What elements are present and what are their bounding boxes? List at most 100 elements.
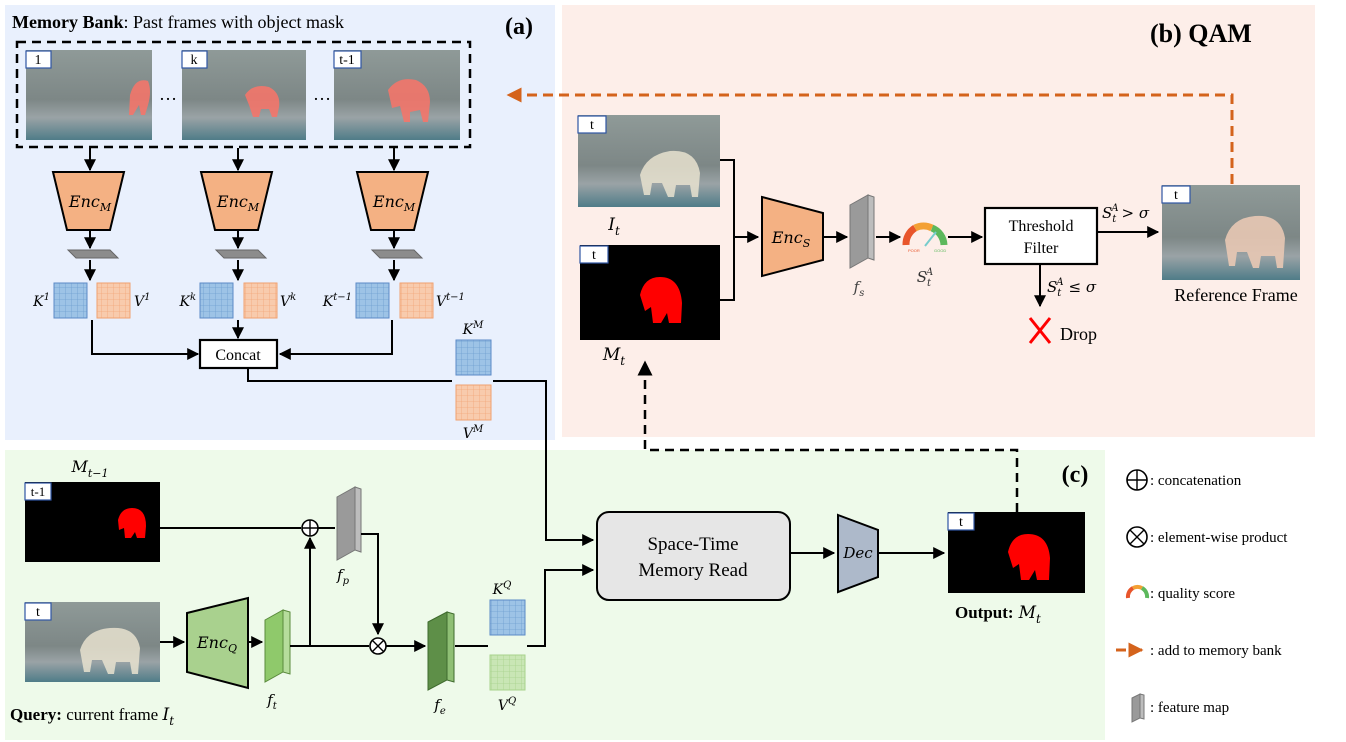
legend-text: : concatenation — [1150, 473, 1242, 489]
encoder-label: EncM — [68, 192, 112, 214]
key-label: Kk — [178, 292, 196, 310]
legend-item-concatenation: : concatenation — [1126, 469, 1242, 491]
feature-label: fs — [853, 278, 865, 299]
frame-index-label: t-1 — [339, 53, 355, 68]
legend-item-add-to-memory-bank: : add to memory bank — [1116, 642, 1282, 659]
frame-tag: t — [592, 248, 596, 263]
bear-mask — [129, 80, 150, 115]
current-mask-image: t — [579, 245, 720, 340]
feature-map-icon — [849, 194, 869, 269]
memory-frame-k: k — [181, 50, 306, 140]
gauge-icon — [1125, 584, 1150, 599]
element-wise-product-icon — [369, 637, 387, 655]
drop-x-icon — [1028, 317, 1052, 344]
key-grid — [355, 282, 390, 319]
key-label: K1 — [32, 292, 50, 310]
drop-condition-label: StA≤ σ — [1047, 277, 1097, 299]
bear-mask — [1008, 534, 1050, 580]
encoder-label: EncM — [372, 192, 416, 214]
encoder-label: EncM — [216, 192, 260, 214]
reference-frame-image: t — [1161, 185, 1300, 280]
drop-label: Drop — [1060, 324, 1097, 344]
output-to-qam-arrow — [637, 360, 1019, 512]
panel-a-tag: (a) — [505, 14, 533, 40]
feature-map-icon — [214, 249, 268, 259]
query-encoder — [186, 596, 249, 690]
stm-label-line2: Memory Read — [638, 560, 748, 581]
add-to-memory-arrow — [506, 87, 1234, 184]
query-value-label: VQ — [498, 696, 516, 714]
frame-tag: t — [590, 118, 594, 133]
concatenation-icon — [301, 519, 319, 537]
query-feature-label: ft — [266, 691, 278, 712]
decoder-label: Dec — [842, 544, 873, 562]
legend-text: : quality score — [1150, 586, 1235, 602]
memory-bank-box — [15, 40, 472, 149]
stm-label-line1: Space-Time — [647, 534, 738, 555]
memory-key-label: KM — [462, 320, 484, 338]
mask-label: Mt — [602, 345, 625, 368]
memory-encoder — [51, 171, 126, 231]
memory-encoder-column-k: EncM Kk Vk — [178, 148, 296, 319]
key-grid — [199, 282, 234, 319]
feature-map-icon — [370, 249, 424, 259]
threshold-filter-block — [983, 206, 1099, 266]
query-key-label: KQ — [492, 580, 512, 598]
frame-index-label: k — [191, 53, 198, 68]
frame-tag: t — [1174, 188, 1178, 203]
legend-text: : feature map — [1150, 700, 1229, 716]
value-label: Vk — [280, 292, 296, 310]
memory-key-grid — [455, 339, 492, 376]
bear — [1225, 215, 1285, 268]
panel-b-tag: (b) QAM — [1150, 19, 1252, 48]
legend-item-element-wise-product: : element-wise product — [1126, 526, 1288, 548]
circle-plus-icon — [1126, 469, 1148, 491]
image-label: It — [607, 215, 620, 238]
quality-score-label: StA — [917, 267, 934, 289]
previous-mask-image: t-1 — [24, 482, 160, 562]
output-mask-image: t — [947, 512, 1085, 593]
frame-index-label: 1 — [35, 53, 42, 68]
decoder — [837, 513, 879, 594]
bear-mask — [640, 277, 682, 323]
value-grid — [96, 282, 131, 319]
feature-map-icon — [336, 486, 356, 561]
reference-frame-label: Reference Frame — [1174, 285, 1297, 305]
threshold-filter-label-line1: Threshold — [1009, 218, 1074, 235]
memory-encoder-column-1: EncM K1 V1 — [32, 148, 151, 319]
memory-encoder — [355, 171, 430, 231]
key-label: Kt−1 — [322, 292, 352, 310]
bear-mask — [245, 86, 280, 117]
threshold-filter-label-line2: Filter — [1024, 240, 1059, 257]
frame-tag: t — [959, 515, 963, 530]
frame-tag: t-1 — [31, 484, 45, 499]
query-key-grid — [489, 599, 526, 636]
key-grid — [53, 282, 88, 319]
ellipsis: … — [159, 84, 177, 104]
memory-encoder-column-t-minus-1: EncM Kt−1 Vt−1 — [322, 148, 465, 319]
gauge-icon: POOR GOOD — [902, 222, 948, 253]
space-time-memory-read-block — [596, 511, 791, 601]
enhanced-feature-map — [427, 611, 448, 691]
concat-label: Concat — [215, 347, 261, 364]
gauge-poor-label: POOR — [908, 248, 920, 253]
value-grid — [243, 282, 278, 319]
value-label: Vt−1 — [436, 292, 465, 310]
scoring-encoder-label: EncS — [771, 228, 811, 250]
ellipsis: … — [313, 84, 331, 104]
query-feature-map — [264, 609, 284, 683]
gauge-good-label: GOOD — [934, 248, 946, 253]
bear — [80, 627, 140, 674]
memory-bank-title: Memory Bank: Past frames with object mas… — [12, 12, 344, 32]
query-value-grid — [489, 654, 526, 691]
memory-frame-t-minus-1: t-1 — [333, 50, 460, 140]
panel-c-background — [5, 450, 1105, 740]
enhanced-feature-label: fe — [433, 696, 446, 717]
pass-condition-label: StA> σ — [1102, 203, 1150, 225]
bear-mask — [118, 508, 146, 538]
current-frame-image: t — [577, 115, 720, 207]
memory-value-grid — [455, 384, 492, 421]
feature-map-icon — [1131, 693, 1145, 723]
circle-times-icon — [1126, 526, 1148, 548]
